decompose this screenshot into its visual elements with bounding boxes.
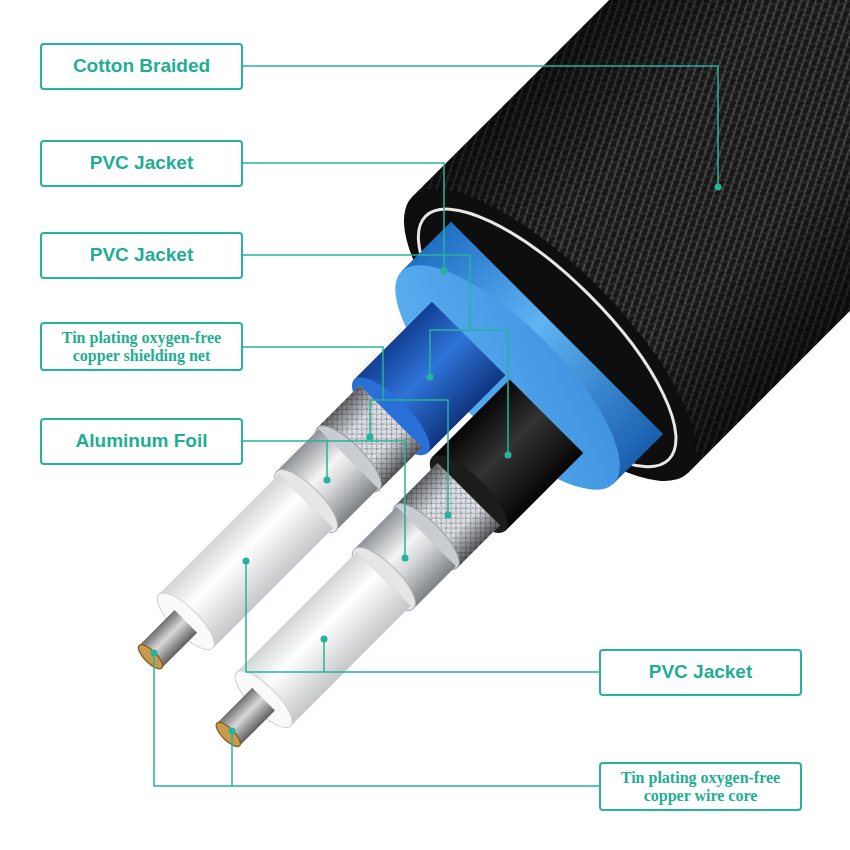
leader-line [154, 653, 599, 786]
callout-label: Tin plating oxygen-free copper shielding… [48, 329, 235, 364]
callout-box: PVC Jacket [40, 232, 243, 279]
copper-core-tip [135, 641, 166, 672]
leader-dot [505, 452, 512, 459]
leader-line [323, 639, 325, 672]
callout-label: PVC Jacket [90, 244, 194, 267]
callout-label: Cotton Braided [73, 55, 210, 78]
leader-line [243, 255, 470, 330]
leader-line [370, 400, 448, 515]
callout-box: Cotton Braided [40, 43, 243, 90]
leader-dot [441, 268, 448, 275]
leader-dot [402, 555, 409, 562]
leader-line [246, 561, 599, 672]
leader-line [326, 441, 328, 480]
callout-box: Tin plating oxygen-free copper wire core [599, 762, 802, 811]
leader-dot [324, 477, 331, 484]
leader-dot [321, 636, 328, 643]
leader-dot [715, 184, 722, 191]
leader-dot [243, 558, 250, 565]
leader-dot [229, 728, 236, 735]
leader-dot [151, 650, 158, 657]
callout-box: Tin plating oxygen-free copper shielding… [40, 322, 243, 371]
leader-line [243, 347, 383, 400]
leader-dot [445, 512, 452, 519]
callout-box: PVC Jacket [40, 140, 243, 187]
leader-dot [427, 374, 434, 381]
callout-label: Tin plating oxygen-free copper wire core [607, 769, 794, 804]
callout-label: Aluminum Foil [76, 430, 208, 453]
leader-line [243, 66, 718, 187]
callout-label: PVC Jacket [649, 661, 753, 684]
callout-box: Aluminum Foil [40, 418, 243, 465]
leader-line [231, 731, 233, 786]
callout-label: PVC Jacket [90, 152, 194, 175]
copper-core-tip [213, 719, 244, 750]
leader-dot [367, 434, 374, 441]
leader-line [430, 330, 508, 455]
callout-box: PVC Jacket [599, 649, 802, 696]
leader-line [243, 441, 405, 558]
